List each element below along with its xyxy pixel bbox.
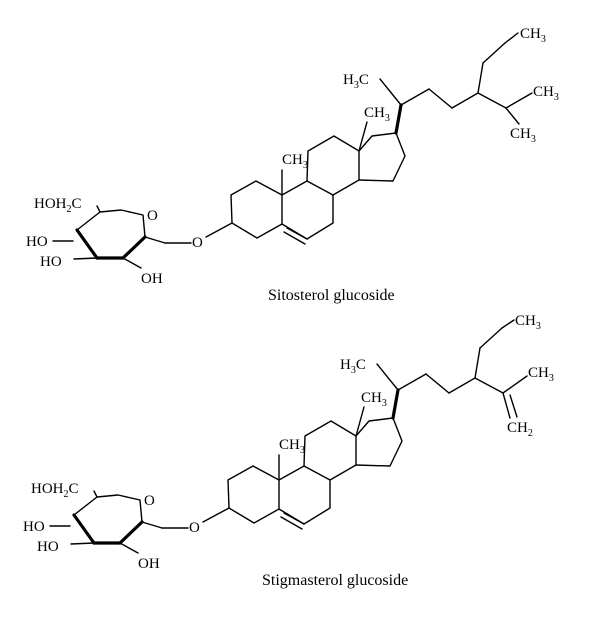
side-chain-h3c-label: H3C <box>343 72 369 91</box>
angular-ch3-c10-label: CH3 <box>282 152 308 171</box>
glycosidic-o-label: O <box>189 520 200 536</box>
stigmasterol-bonds <box>49 319 528 554</box>
angular-ch3-c10-label: CH3 <box>279 437 305 456</box>
sugar-hoh2c-label: HOH2C <box>31 481 79 500</box>
isopropyl-ch3-label-b: CH3 <box>510 126 536 145</box>
sugar-ring-o-label: O <box>147 208 158 224</box>
sugar-hoh2c-label: HOH2C <box>34 196 82 215</box>
sugar-ho-label-1: HO <box>26 234 48 250</box>
sugar-oh-label: OH <box>138 556 160 572</box>
ethyl-ch3-label: CH3 <box>520 26 546 45</box>
stigmasterol-glucoside-structure: CH3 H3C CH3 CH2 CH3 CH3 HOH2C O O HO HO … <box>23 313 554 589</box>
sugar-oh-label: OH <box>141 271 163 287</box>
isopropyl-ch3-label-a: CH3 <box>533 84 559 103</box>
isopropenyl-ch3-label: CH3 <box>528 365 554 384</box>
angular-ch3-c13-label: CH3 <box>361 390 387 409</box>
angular-ch3-c13-label: CH3 <box>364 105 390 124</box>
molecule-caption: Stigmasterol glucoside <box>262 572 408 589</box>
sitosterol-labels: CH3 H3C CH3 CH3 CH3 CH3 HOH2C O O HO HO … <box>26 26 559 287</box>
sugar-ho-label-1: HO <box>23 519 45 535</box>
isopropenyl-ch2-label: CH2 <box>507 420 533 439</box>
sitosterol-bonds <box>52 32 533 269</box>
glycosidic-o-label: O <box>192 235 203 251</box>
ethyl-ch3-label: CH3 <box>515 313 541 332</box>
sugar-ho-label-2: HO <box>40 254 62 270</box>
molecule-caption: Sitosterol glucoside <box>268 287 395 304</box>
side-chain-h3c-label: H3C <box>340 357 366 376</box>
stigmasterol-labels: CH3 H3C CH3 CH2 CH3 CH3 HOH2C O O HO HO … <box>23 313 554 572</box>
sugar-ring-o-label: O <box>144 493 155 509</box>
sitosterol-glucoside-structure: CH3 H3C CH3 CH3 CH3 CH3 HOH2C O O HO HO … <box>26 26 559 304</box>
sugar-ho-label-2: HO <box>37 539 59 555</box>
